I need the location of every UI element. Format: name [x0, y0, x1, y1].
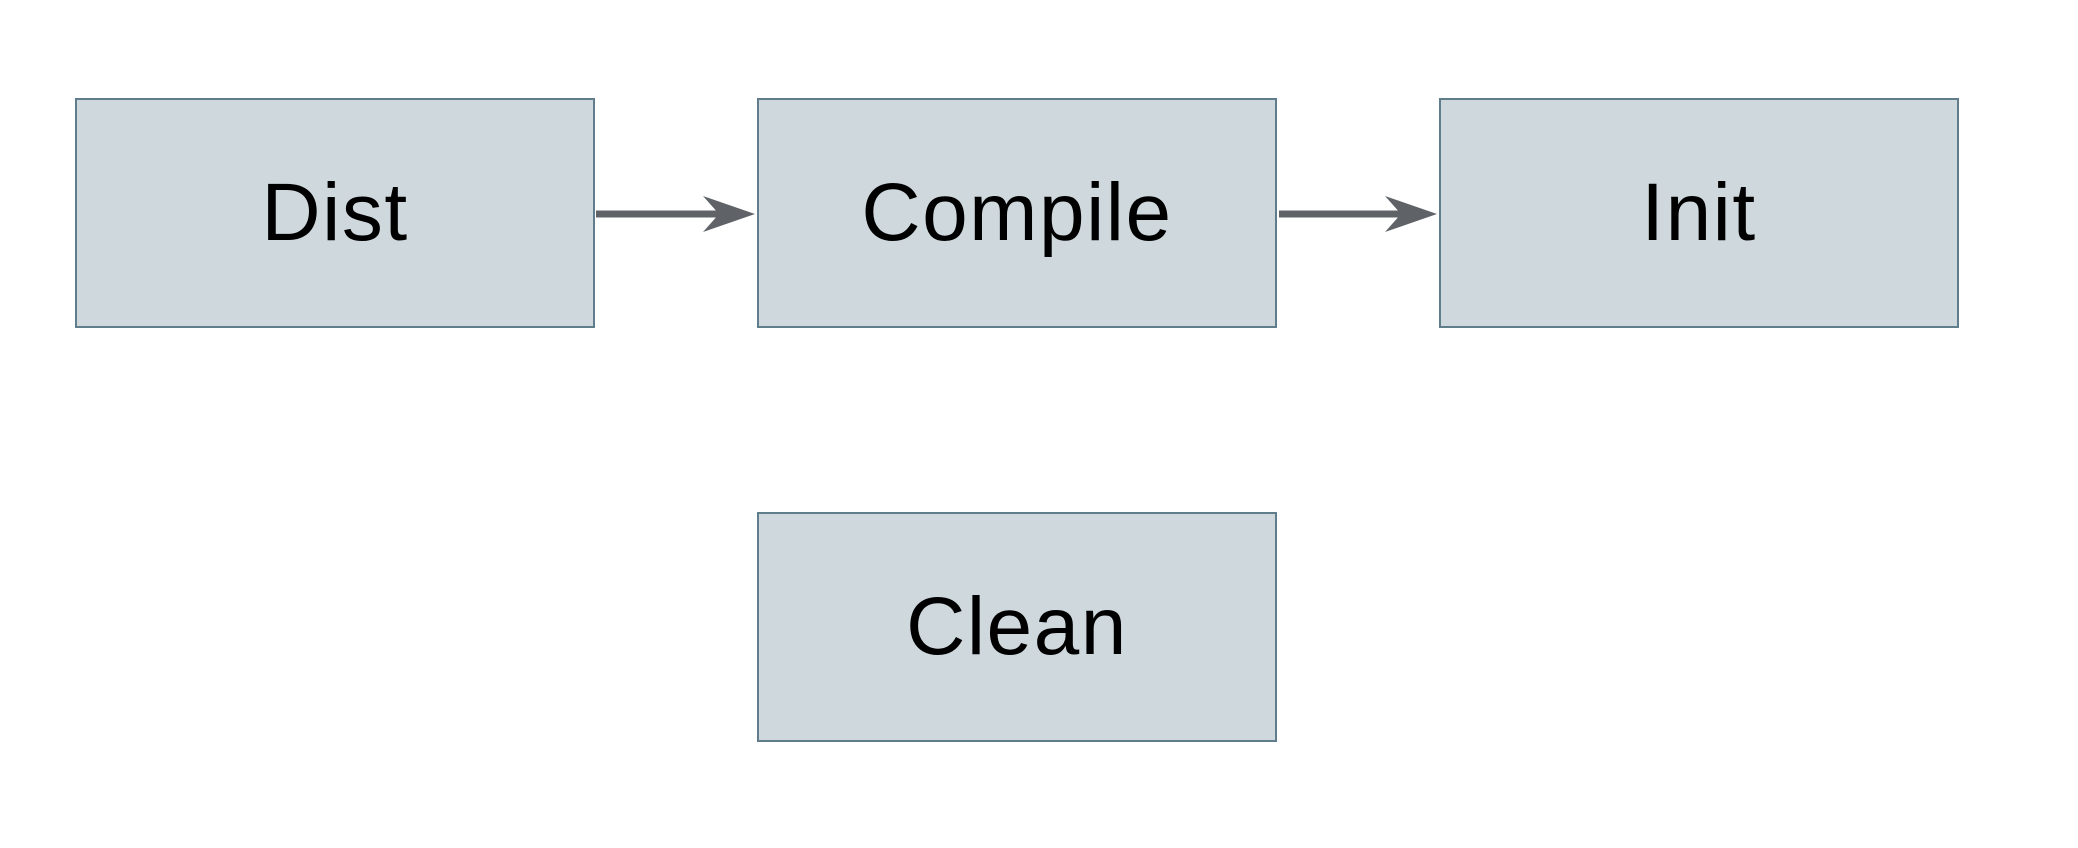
arrowhead-icon	[703, 196, 755, 232]
arrowhead-icon	[1385, 196, 1437, 232]
node-clean-label: Clean	[906, 581, 1128, 672]
node-dist: Dist	[75, 98, 595, 328]
arrow-dist-to-compile	[596, 196, 755, 232]
node-init: Init	[1439, 98, 1959, 328]
node-compile: Compile	[757, 98, 1277, 328]
node-compile-label: Compile	[861, 167, 1173, 258]
node-init-label: Init	[1641, 167, 1757, 258]
arrow-compile-to-init	[1279, 196, 1437, 232]
node-dist-label: Dist	[261, 167, 409, 258]
node-clean: Clean	[757, 512, 1277, 742]
